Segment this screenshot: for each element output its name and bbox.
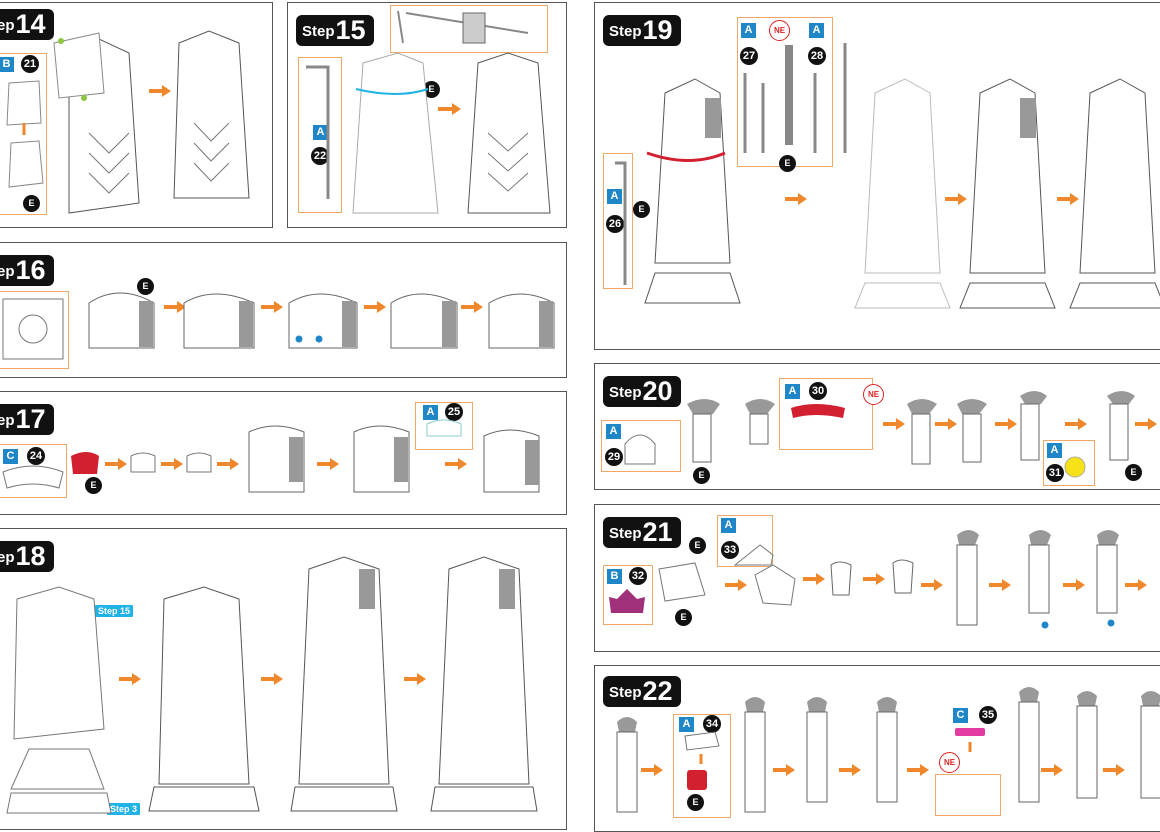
step-21-illustration <box>609 530 1147 629</box>
e-badge: E <box>687 794 704 811</box>
step-word: ep <box>0 263 15 280</box>
sheet-letter: A <box>721 518 736 533</box>
e-badge: E <box>689 537 706 554</box>
step-word: Step <box>609 684 642 701</box>
step-21-panel: Step21 B 32 E E A 33 <box>594 504 1160 652</box>
step-number: 15 <box>335 15 366 45</box>
step-number: 21 <box>642 517 673 547</box>
sheet-letter: A <box>423 405 438 420</box>
sheet-letter: A <box>679 717 694 732</box>
step-16-panel: ep16 E <box>0 242 567 378</box>
step-19-panel: Step19 A 26 E A 27 A 28 NE E <box>594 2 1160 350</box>
step-number: 19 <box>642 15 673 45</box>
step-14-illustration <box>6 30 250 214</box>
step-18-illustration <box>6 556 538 814</box>
step-22-panel: Step22 A 34 E C 35 NE <box>594 665 1160 832</box>
step-word: ep <box>0 549 15 566</box>
sheet-letter: A <box>785 384 800 399</box>
step-number: 17 <box>15 404 46 434</box>
step-number: 18 <box>15 541 46 571</box>
sheet-letter: C <box>3 449 18 464</box>
step-16-illustration <box>2 292 555 360</box>
step-word: ep <box>0 17 15 34</box>
step-number: 22 <box>642 676 673 706</box>
step-15-label: Step15 <box>296 15 374 46</box>
sheet-letter: A <box>741 23 756 38</box>
sheet-letter: A <box>607 189 622 204</box>
step-16-label: ep16 <box>0 255 54 286</box>
part-number: 29 <box>605 448 623 466</box>
part-number: 35 <box>979 706 997 724</box>
step-3-ref: Step 3 <box>107 803 141 815</box>
step-17-panel: ep17 C 24 E A 25 <box>0 391 567 515</box>
step-word: Step <box>302 23 335 40</box>
step-18-panel: ep18 Step 15 Step 3 <box>0 528 567 830</box>
sheet-letter: B <box>607 569 622 584</box>
step-15-ref: Step 15 <box>95 605 134 617</box>
part-number: 22 <box>311 147 329 165</box>
e-badge: E <box>137 278 154 295</box>
sheet-letter: A <box>1047 443 1062 458</box>
step-22-illustration <box>616 687 1160 813</box>
part-number: 32 <box>629 567 647 585</box>
part-number: 24 <box>27 447 45 465</box>
part-number: 28 <box>808 47 826 65</box>
step-number: 16 <box>15 255 46 285</box>
e-badge: E <box>1125 464 1142 481</box>
step-20-illustration <box>624 391 1157 478</box>
step-number: 20 <box>642 376 673 406</box>
part-number: 34 <box>703 715 721 733</box>
part-number: 30 <box>809 382 827 400</box>
step-17-illustration <box>2 419 540 493</box>
step-15-panel: Step15 A 22 E <box>287 2 567 228</box>
step-21-label: Step21 <box>603 517 681 548</box>
e-badge: E <box>633 201 650 218</box>
sheet-letter: A <box>313 125 328 140</box>
step-word: Step <box>609 384 642 401</box>
sheet-letter: A <box>606 424 621 439</box>
step-20-panel: Step20 A 29 E A 30 NE A 31 E <box>594 363 1160 490</box>
part-number: 26 <box>606 215 624 233</box>
step-number: 14 <box>15 9 46 39</box>
ne-badge: NE <box>769 20 790 41</box>
step-19-illustration <box>615 43 1160 309</box>
ne-badge: NE <box>939 752 960 773</box>
part-number: 25 <box>445 403 463 421</box>
e-badge: E <box>675 609 692 626</box>
sheet-letter: C <box>953 708 968 723</box>
step-14-panel: ep14 B 21 E <box>0 2 273 228</box>
step-14-label: ep14 <box>0 9 54 40</box>
detail-box <box>935 774 1001 816</box>
step-19-label: Step19 <box>603 15 681 46</box>
e-badge: E <box>85 477 102 494</box>
part-number: 31 <box>1046 464 1064 482</box>
step-20-label: Step20 <box>603 376 681 407</box>
part-number: 33 <box>721 541 739 559</box>
e-badge: E <box>423 81 440 98</box>
e-badge: E <box>23 195 40 212</box>
part-number: 27 <box>740 47 758 65</box>
part-number: 21 <box>21 55 39 73</box>
step-18-label: ep18 <box>0 541 54 572</box>
ne-badge: NE <box>863 384 884 405</box>
step-word: ep <box>0 412 15 429</box>
step-22-label: Step22 <box>603 676 681 707</box>
sheet-letter: A <box>809 23 824 38</box>
step-word: Step <box>609 23 642 40</box>
e-badge: E <box>779 155 796 172</box>
e-badge: E <box>693 467 710 484</box>
sheet-letter: B <box>0 57 14 72</box>
step-15-illustration <box>306 10 551 214</box>
step-word: Step <box>609 525 642 542</box>
step-17-label: ep17 <box>0 404 54 435</box>
